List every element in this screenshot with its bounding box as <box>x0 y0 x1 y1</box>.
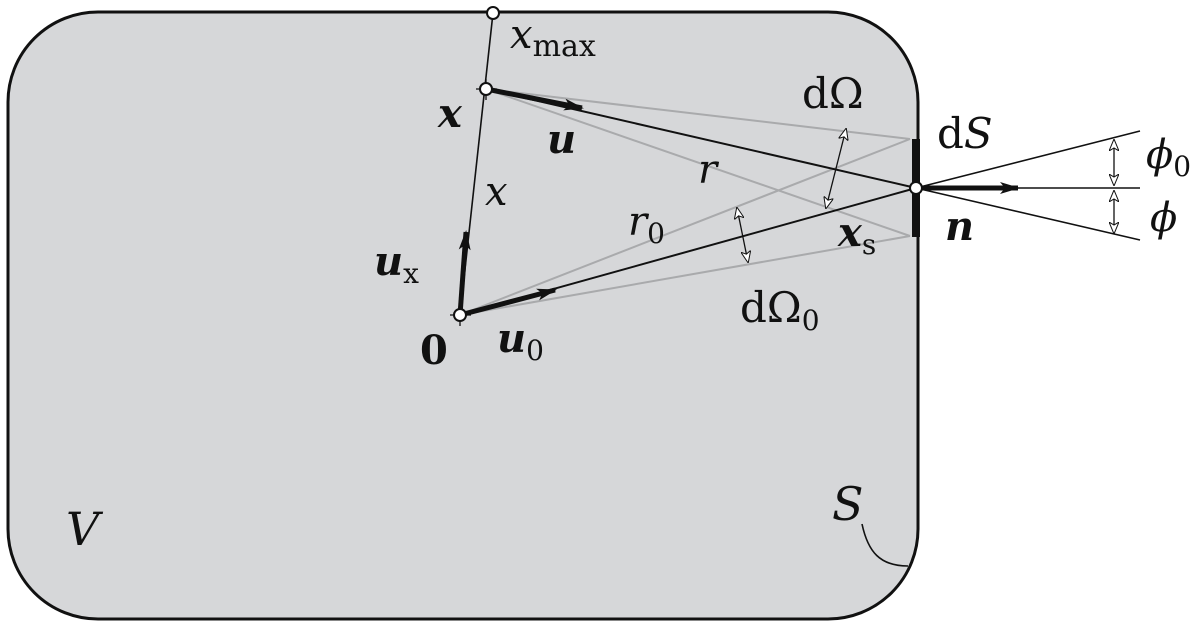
label-distance-x: x <box>485 169 508 215</box>
angle-arrows <box>737 129 1114 262</box>
label-distance-r: r <box>698 147 720 193</box>
label-point-xs-base: x <box>837 209 863 256</box>
point-x <box>479 82 493 96</box>
point-xs <box>909 181 923 195</box>
label-volume: V <box>66 502 104 556</box>
label-distance-r0-sub: 0 <box>647 217 665 250</box>
label-angle-phi: ϕ <box>1150 195 1177 241</box>
label-point-xs-sub: s <box>862 228 876 261</box>
vector-ux <box>457 230 471 316</box>
label-solid-angle-0-base: dΩ <box>740 283 802 332</box>
label-distance-r0-base: r <box>628 199 650 245</box>
label-vector-u0: u0 <box>497 315 544 367</box>
label-x-max-sub: max <box>533 29 596 64</box>
label-surface: S <box>832 477 864 531</box>
label-x-max-base: x <box>510 12 533 58</box>
label-origin: 0 <box>420 327 448 374</box>
label-vector-u0-base: u <box>497 315 526 362</box>
label-vector-u0-sub: 0 <box>526 334 544 367</box>
label-point-x: x <box>437 90 463 137</box>
surface-s-pointer <box>861 523 909 567</box>
label-normal-n: n <box>945 203 974 250</box>
point-origin <box>453 308 467 322</box>
label-x-max: xmax <box>510 12 596 64</box>
label-angle-phi0: ϕ0 <box>1146 132 1191 183</box>
label-distance-r0: r0 <box>628 199 665 250</box>
label-solid-angle-0: dΩ0 <box>740 283 820 337</box>
label-solid-angle: dΩ <box>802 69 864 118</box>
label-point-xs: xs <box>837 209 876 261</box>
label-surface-element-s: S <box>964 109 993 158</box>
label-vector-ux-base: u <box>374 238 403 285</box>
vector-u <box>485 86 584 111</box>
label-surface-element: dS <box>937 109 993 158</box>
label-surface-element-d: d <box>937 109 964 158</box>
point-x-max <box>486 6 500 20</box>
label-angle-phi0-sub: 0 <box>1173 150 1191 183</box>
label-vector-ux: ux <box>374 238 419 290</box>
label-vector-ux-sub: x <box>403 257 419 290</box>
label-solid-angle-0-sub: 0 <box>802 304 820 337</box>
label-vector-u: u <box>547 116 576 163</box>
vector-u0 <box>459 287 557 318</box>
label-angle-phi0-base: ϕ <box>1146 132 1173 178</box>
